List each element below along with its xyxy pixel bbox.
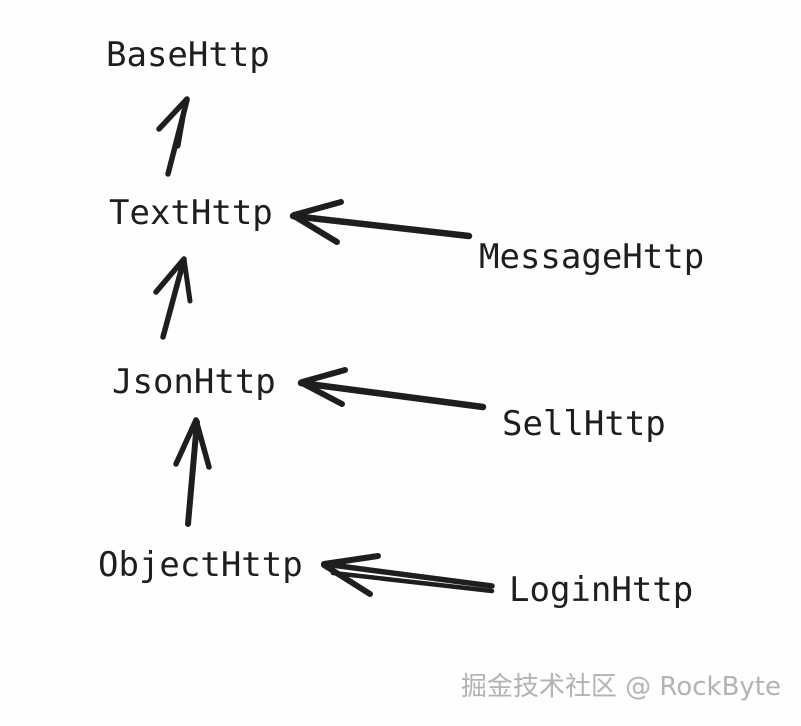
node-jsonhttp: JsonHttp (112, 362, 276, 402)
node-basehttp: BaseHttp (106, 35, 270, 75)
node-objecthttp: ObjectHttp (98, 545, 303, 585)
inherit-arrow-jsonhttp-to-texthttp (153, 256, 193, 340)
node-sellhttp: SellHttp (502, 404, 666, 444)
inherit-arrow-sellhttp-to-jsonhttp (297, 367, 487, 411)
inherit-arrow-messagehttp-to-texthttp (289, 199, 473, 245)
node-texthttp: TextHttp (109, 193, 273, 233)
node-messagehttp: MessageHttp (479, 237, 705, 277)
node-loginhttp: LoginHttp (509, 570, 694, 610)
inherit-arrow-objecthttp-to-jsonhttp (173, 417, 212, 527)
inherit-arrow-texthttp-to-basehttp (156, 96, 190, 177)
inherit-arrow-loginhttp-to-objecthttp (321, 553, 495, 597)
watermark-text: 掘金技术社区 @ RockByte (460, 672, 781, 702)
